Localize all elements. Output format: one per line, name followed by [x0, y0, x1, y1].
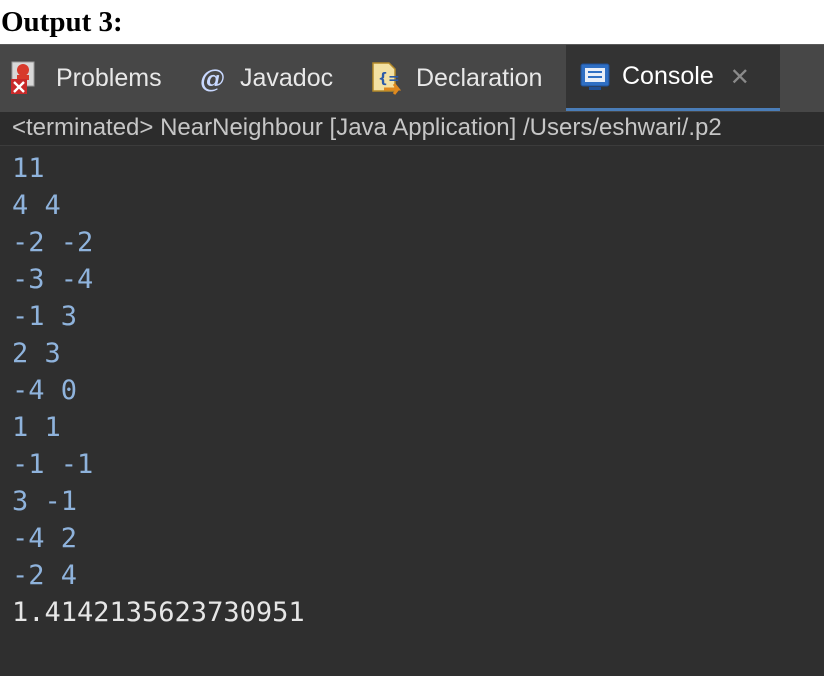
javadoc-at-icon: @	[200, 63, 225, 93]
console-icon	[580, 62, 610, 92]
console-input-line: 1 1	[12, 412, 61, 443]
page-heading: Output 3:	[0, 0, 824, 44]
console-output-area[interactable]: 11 4 4 -2 -2 -3 -4 -1 3 2 3 -4 0 1 1 -1 -1 3 -1 -4…	[0, 148, 824, 676]
tab-declaration-label: Declaration	[416, 63, 543, 92]
close-icon[interactable]: ✕	[729, 62, 750, 91]
tab-javadoc[interactable]: @ Javadoc	[200, 45, 350, 111]
console-output-line: 1.4142135623730951	[12, 597, 305, 628]
tab-console-label: Console	[622, 62, 714, 90]
problems-icon	[10, 61, 42, 95]
declaration-icon: {=	[370, 61, 402, 95]
eclipse-views-panel: Problems @ Javadoc {= Declaration	[0, 44, 824, 676]
console-input-line: 3 -1	[12, 486, 78, 517]
console-input-line: -1 -1	[12, 449, 94, 480]
tab-problems[interactable]: Problems	[10, 45, 185, 111]
tab-declaration[interactable]: {= Declaration	[370, 45, 560, 111]
tab-console[interactable]: Console ✕	[566, 45, 780, 111]
tab-problems-label: Problems	[56, 63, 162, 92]
tab-javadoc-label: Javadoc	[240, 63, 334, 92]
console-input-line: 11	[12, 153, 45, 184]
svg-text:{=: {=	[378, 71, 400, 87]
console-input-line: -2 -2	[12, 227, 94, 258]
console-input-line: -3 -4	[12, 264, 94, 295]
console-input-line: -4 0	[12, 375, 78, 406]
console-input-line: -1 3	[12, 301, 78, 332]
console-input-line: -2 4	[12, 560, 78, 591]
console-input-line: 4 4	[12, 190, 61, 221]
view-tab-bar: Problems @ Javadoc {= Declaration	[0, 44, 824, 112]
console-status-line: <terminated> NearNeighbour [Java Applica…	[0, 112, 824, 146]
console-input-line: -4 2	[12, 523, 78, 554]
console-input-line: 2 3	[12, 338, 61, 369]
